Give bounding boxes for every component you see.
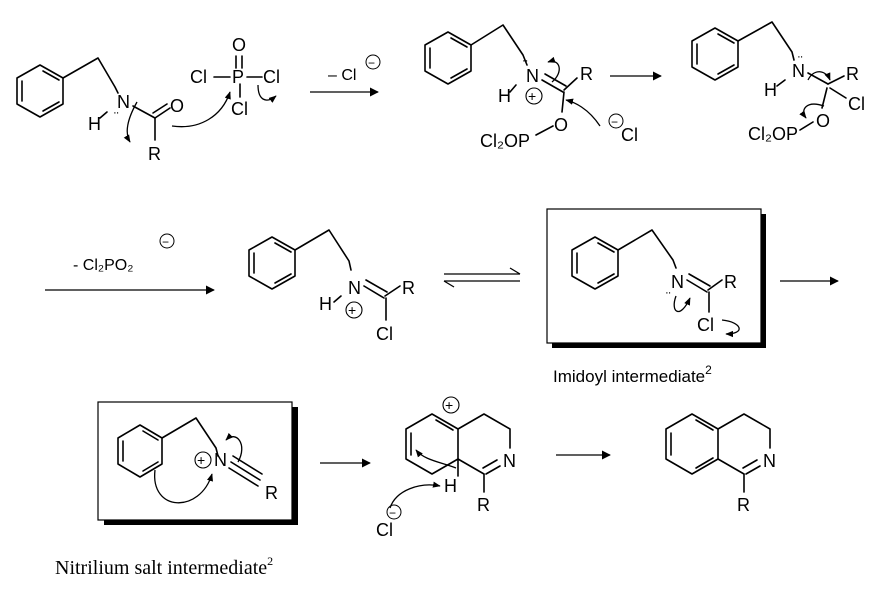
curved-arrow	[807, 71, 831, 81]
atom-cl: Cl	[621, 125, 638, 145]
curved-arrow	[565, 98, 601, 127]
atom-n: N	[763, 451, 776, 471]
atom-n: N	[117, 92, 130, 112]
atom-cl: Cl	[376, 324, 393, 344]
curved-arrow	[673, 295, 691, 312]
structure-chloroiminium: N H + R Cl	[248, 229, 415, 344]
atom-n: N	[348, 278, 361, 298]
atom-r: R	[580, 64, 593, 84]
curved-arrow	[547, 56, 560, 83]
atom-h: H	[88, 114, 101, 134]
atom-p: P	[232, 67, 244, 87]
minus-charge: −	[389, 506, 396, 520]
benzene-ring	[248, 236, 296, 290]
benzene-ring	[16, 64, 64, 118]
plus-charge: +	[197, 452, 205, 468]
benzene-ring	[424, 31, 472, 85]
atom-h: H	[498, 86, 511, 106]
atom-n: N	[792, 61, 805, 81]
minus-charge: −	[162, 235, 169, 249]
atom-r: R	[265, 483, 278, 503]
curved-arrow	[225, 432, 243, 463]
imidoyl-intermediate-box: N ¨ R Cl	[546, 208, 766, 348]
reaction-arrow-1: – Cl −	[310, 54, 381, 97]
minus-charge: −	[611, 115, 618, 129]
atom-r: R	[477, 495, 490, 515]
structure-tetrahedral: N ¨ H R Cl O Cl₂OP	[691, 21, 865, 144]
curved-arrow	[799, 103, 825, 119]
plus-charge: +	[348, 302, 356, 318]
nitrilium-intermediate-box: + N R	[97, 401, 298, 525]
lone-pair: ¨	[114, 109, 119, 125]
atom-cl: Cl	[231, 99, 248, 119]
atom-o: O	[170, 96, 184, 116]
structure-dihydroisoquinoline-product: N R	[665, 413, 776, 515]
plus-charge: +	[445, 397, 453, 413]
atom-o-pocl3: O	[232, 35, 246, 55]
curved-arrow	[123, 101, 138, 143]
atom-h: H	[444, 476, 457, 496]
curved-arrow	[721, 319, 740, 338]
atom-n: N	[526, 66, 539, 86]
lone-pair: ¨	[523, 57, 528, 73]
atom-o: O	[816, 111, 830, 131]
atom-h: H	[319, 294, 332, 314]
atom-cl: Cl	[190, 67, 207, 87]
atom-h: H	[764, 80, 777, 100]
lone-pair: ¨	[666, 289, 671, 305]
atom-cl: Cl	[263, 67, 280, 87]
condition-minus-cl2po2: - Cl₂PO₂	[73, 257, 133, 274]
curved-arrow	[389, 481, 441, 509]
structure-amide-pocl3: N ¨ H O R O Cl P Cl Cl	[16, 35, 280, 164]
atom-r: R	[846, 64, 859, 84]
structure-cyclized-cation: N R H + − Cl	[376, 396, 516, 540]
atom-n: N	[671, 272, 684, 292]
benzene-ring	[691, 27, 739, 81]
atom-r: R	[148, 144, 161, 164]
atom-o: O	[554, 115, 568, 135]
atom-cl: Cl	[848, 94, 865, 114]
nitrilium-caption: Nitrilium salt intermediate2	[55, 554, 273, 579]
group-cl2op: Cl₂OP	[748, 124, 798, 144]
curved-arrow	[154, 469, 213, 504]
plus-charge: +	[528, 88, 536, 104]
atom-n: N	[503, 451, 516, 471]
group-cl2op: Cl₂OP	[480, 131, 530, 151]
atom-cl: Cl	[376, 520, 393, 540]
atom-r: R	[737, 495, 750, 515]
atom-r: R	[724, 272, 737, 292]
lone-pair: ¨	[798, 53, 803, 69]
reaction-arrow-3: - Cl₂PO₂ −	[45, 233, 215, 295]
minus-charge: −	[368, 56, 375, 70]
structure-imidate-phosphate: N ¨ H + R O Cl₂OP Cl −	[424, 24, 638, 151]
atom-n: N	[214, 450, 227, 470]
curved-arrow	[415, 449, 457, 469]
atom-r: R	[402, 278, 415, 298]
imidoyl-caption: Imidoyl intermediate2	[553, 363, 712, 386]
condition-minus-cl: – Cl	[328, 67, 356, 84]
curved-arrow	[171, 91, 231, 128]
curved-arrow	[257, 84, 277, 103]
atom-cl: Cl	[697, 315, 714, 335]
equilibrium-arrow	[443, 267, 521, 288]
